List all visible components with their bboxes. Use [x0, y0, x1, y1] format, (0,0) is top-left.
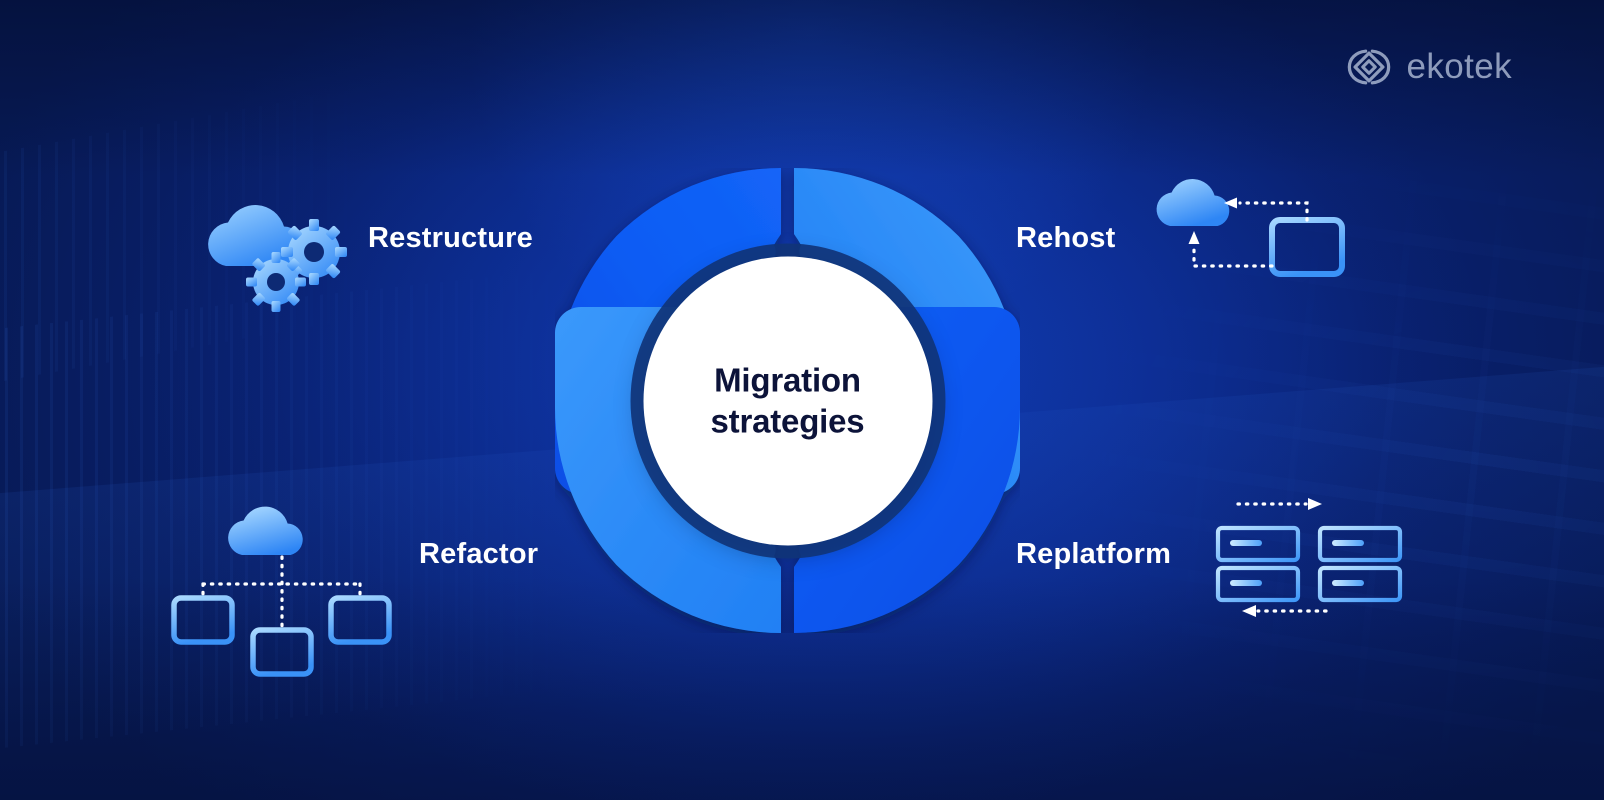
brand-name: ekotek [1406, 47, 1512, 86]
icon-restructure [196, 190, 356, 312]
icon-rehost [1148, 168, 1356, 310]
label-rehost: Rehost [1016, 222, 1116, 254]
label-replatform: Replatform [1016, 538, 1172, 570]
icon-replatform [1215, 484, 1432, 617]
label-refactor: Refactor [419, 538, 539, 570]
brand-logo[interactable]: ekotek [1346, 44, 1512, 90]
center-disc: Migration strategies [643, 256, 932, 545]
cloud-with-gears-icon [208, 205, 347, 312]
icon-refactor [158, 482, 400, 677]
cloud-monitor-arrows-icon [1156, 179, 1345, 290]
center-title: Migration strategies [710, 361, 865, 440]
cloud-network-monitors-icon [171, 506, 392, 677]
label-restructure: Restructure [368, 222, 533, 254]
ekotek-infinity-diamond-logo-icon [1348, 49, 1391, 85]
migration-donut-diagram: Migration strategies [555, 168, 1020, 633]
server-racks-arrows-icon [1215, 498, 1403, 617]
